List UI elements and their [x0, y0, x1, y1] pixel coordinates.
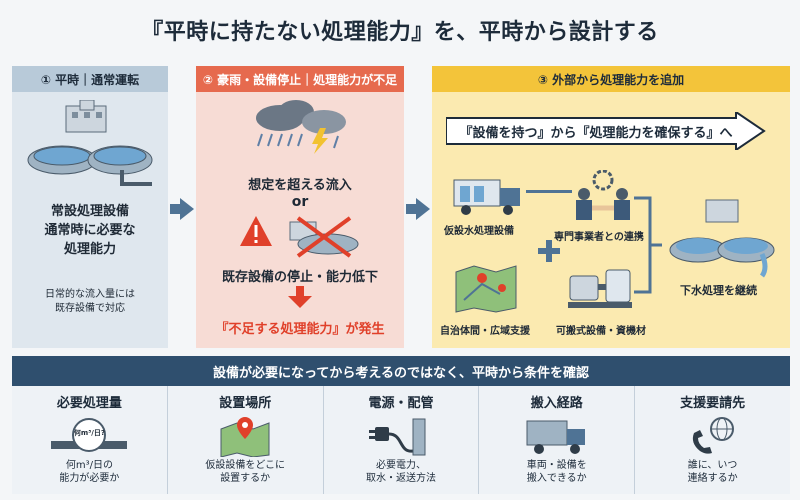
plus-icon	[538, 240, 560, 262]
column-desc-line: 何m³/日の	[65, 460, 113, 471]
temp-equipment-label: 仮設水処理設備	[444, 226, 514, 237]
mobile-treatment-truck-icon	[453, 179, 520, 215]
paradigm-arrow: 『設備を持つ』から『処理能力を確保する』へ	[446, 112, 766, 150]
connector-line	[526, 190, 572, 193]
condition-column-contact: 支援要請先 誰に、いつ 連絡するか	[635, 386, 790, 494]
column-title: 必要処理量	[56, 396, 122, 411]
portable-equipment-label: 可搬式設備・資機材	[556, 326, 646, 337]
panel-shortage-header: ② 豪雨・設備停止｜処理能力が不足	[196, 66, 404, 92]
preparation-section: 設備が必要になってから考えるのではなく、平時から条件を確認 必要処理量 何m³/…	[12, 356, 790, 494]
equipment-failure-icon	[240, 216, 359, 258]
column-desc-line: 取水・返送方法	[365, 473, 436, 484]
column-desc-line: 仮設設備をどこに	[205, 460, 286, 471]
equipment-stop-text: 既存設備の停止・能力低下	[221, 270, 378, 285]
page-title: 『平時に持たない処理能力』を、平時から設計する	[141, 20, 659, 45]
connector-lines	[634, 196, 662, 294]
column-desc-line: 設置するか	[220, 473, 271, 484]
preparation-banner: 設備が必要になってから考えるのではなく、平時から条件を確認	[12, 356, 790, 386]
column-title: 電源・配管	[368, 396, 434, 411]
expert-label: 専門事業者との連携	[554, 232, 644, 243]
regional-support-label: 自治体間・広域支援	[440, 326, 530, 337]
panel-normal-main-line: 通常時に必要な	[44, 223, 136, 238]
power-plug-icon	[368, 418, 426, 456]
column-title: 支援要請先	[680, 396, 746, 411]
condition-column-power: 電源・配管 必要電力、 取水・返送方法	[324, 386, 480, 494]
panel-normal-header: ① 平時｜通常運転	[12, 66, 168, 92]
column-title: 搬入経路	[530, 396, 583, 411]
panel-external-header: ③ 外部から処理能力を追加	[432, 66, 790, 92]
shortage-result-text: 『不足する処理能力』が発生	[215, 322, 385, 337]
flow-arrow-icon	[170, 198, 194, 220]
panel-normal-operation: ① 平時｜通常運転 常設処理設備 通常時に必要な 処理能力 日常的な流入量には …	[12, 66, 168, 348]
condition-column-capacity: 必要処理量 何m³/日? 何m³/日の 能力が必要か	[12, 386, 168, 494]
column-desc-line: 搬入できるか	[526, 473, 587, 484]
panel-normal-main-line: 処理能力	[63, 242, 116, 257]
sewage-treatment-plant-icon	[669, 199, 775, 278]
panel-shortage: ② 豪雨・設備停止｜処理能力が不足 想定を超える流入 or 既存設備の停止・能力…	[196, 66, 404, 348]
flow-arrow-icon	[406, 198, 430, 220]
continue-treatment-label: 下水処理を継続	[680, 284, 757, 297]
down-arrow-icon	[288, 286, 312, 308]
flow-meter-label: 何m³/日?	[73, 429, 105, 437]
or-text: or	[291, 194, 309, 210]
column-desc-line: 必要電力、	[375, 460, 426, 471]
portable-pump-icon	[568, 269, 632, 308]
handshake-icon	[576, 170, 630, 220]
flow-meter-icon	[51, 418, 128, 452]
phone-globe-icon	[692, 417, 734, 454]
paradigm-arrow-text: 『設備を持つ』から『処理能力を確保する』へ	[459, 126, 733, 141]
truck-icon	[526, 420, 585, 454]
column-desc-line: 誰に、いつ	[687, 460, 738, 471]
storm-cloud-icon	[256, 100, 346, 154]
column-desc-line: 能力が必要か	[59, 473, 120, 484]
panel-normal-note-line: 既存設備で対応	[55, 303, 125, 314]
map-icon	[455, 265, 517, 313]
panel-normal-note-line: 日常的な流入量には	[45, 289, 135, 300]
column-title: 設置場所	[219, 396, 272, 411]
panel-normal-main-line: 常設処理設備	[50, 204, 129, 219]
treatment-plant-icon	[27, 100, 153, 186]
big-arrow-icon	[446, 112, 766, 150]
column-desc-line: 連絡するか	[687, 473, 738, 484]
excess-inflow-text: 想定を超える流入	[248, 178, 352, 193]
map-pin-icon	[220, 417, 270, 457]
condition-column-location: 設置場所 仮設設備をどこに 設置するか	[168, 386, 324, 494]
column-desc-line: 車両・設備を	[526, 460, 587, 471]
condition-column-route: 搬入経路 車両・設備を 搬入できるか	[479, 386, 636, 494]
